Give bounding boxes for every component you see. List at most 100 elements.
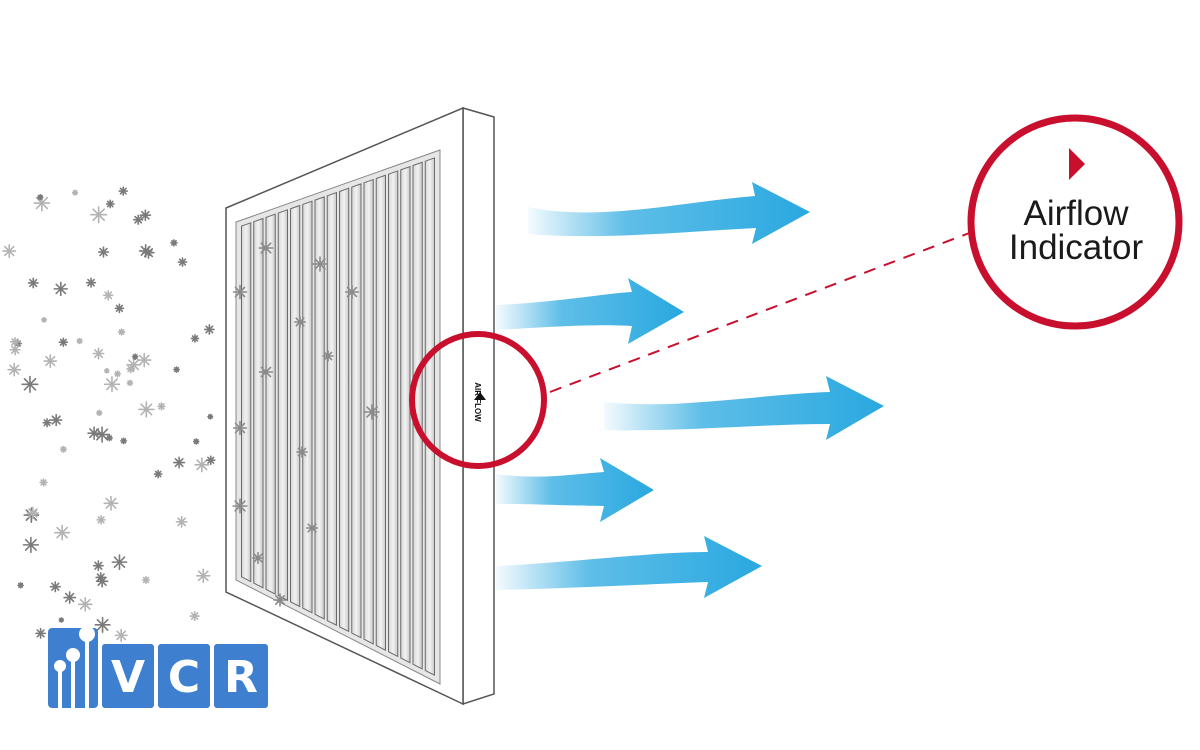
dust-particle-icon: [322, 350, 334, 362]
dust-particle-icon: [103, 367, 110, 374]
dust-particle-icon: [105, 434, 113, 442]
logo-letter-v: V: [111, 652, 145, 703]
dust-particle-icon: [41, 316, 48, 323]
dust-particle-icon: [312, 256, 328, 272]
dust-particle-icon: [175, 515, 188, 528]
dust-particle-icon: [232, 284, 248, 300]
trapped-dust: [232, 240, 380, 607]
edge-triangle-icon: [474, 392, 486, 400]
dust-particle-icon: [114, 303, 125, 314]
dust-particle-icon: [90, 206, 108, 224]
callout-line-1: Airflow: [1023, 194, 1129, 233]
dust-particle-icon: [71, 189, 79, 196]
dust-particle-icon: [273, 593, 287, 607]
dust-particle-icon: [190, 334, 200, 343]
dust-particle-icon: [105, 199, 115, 209]
dust-particles: [2, 186, 216, 642]
dust-particle-icon: [97, 246, 110, 258]
dust-particle-icon: [232, 498, 248, 514]
dust-particle-icon: [27, 277, 39, 289]
filter-pleat: [351, 183, 362, 639]
filter-pleat: [326, 191, 337, 627]
dust-particle-icon: [153, 469, 163, 479]
dust-particle-icon: [53, 281, 69, 297]
dust-particle-icon: [94, 616, 111, 633]
dust-particle-icon: [103, 290, 114, 301]
dust-particle-icon: [117, 328, 126, 336]
filter-pleat: [241, 222, 252, 583]
dust-particle-icon: [177, 257, 188, 267]
dust-particle-icon: [26, 506, 40, 520]
dust-particle-icon: [139, 209, 152, 222]
dust-particle-icon: [96, 409, 103, 417]
red-triangle-icon: [1069, 148, 1085, 180]
airflow-arrow-icon: [496, 278, 684, 344]
filter-pleat: [424, 157, 435, 677]
dust-particle-icon: [173, 366, 180, 373]
logo-pins-icon: [54, 626, 95, 708]
filter-pleat: [265, 213, 276, 595]
dust-particle-icon: [103, 376, 121, 393]
dust-particle-icon: [111, 554, 128, 570]
dust-particle-icon: [195, 568, 211, 584]
dust-particle-icon: [77, 596, 93, 612]
dust-particle-icon: [36, 193, 44, 201]
dust-particle-icon: [21, 375, 39, 393]
highlight-circle: [409, 331, 547, 469]
dust-particle-icon: [7, 362, 22, 377]
filter-pleat: [375, 174, 386, 652]
airflow-arrow-icon: [528, 182, 810, 244]
dust-particle-icon: [120, 437, 128, 445]
filter-pleat: [302, 200, 313, 614]
dust-particle-icon: [76, 337, 83, 345]
dust-particle-icon: [39, 478, 48, 487]
filter-pleat: [290, 204, 301, 608]
airflow-arrows: [496, 182, 884, 598]
filter-pleat: [400, 165, 411, 664]
dust-particle-icon: [92, 347, 105, 360]
logo-letter-box: [158, 644, 210, 708]
dust-particle-icon: [157, 402, 166, 411]
callout-line-2: Indicator: [1009, 228, 1144, 267]
dust-particle-icon: [126, 379, 134, 387]
dust-particle-icon: [54, 524, 71, 541]
filter-pleat: [253, 217, 264, 589]
edge-label-text: AIR FLOW: [473, 382, 482, 422]
dust-particle-icon: [251, 551, 265, 565]
logo-letter-box: [214, 644, 268, 708]
airflow-arrow-icon: [604, 376, 884, 440]
dust-particle-icon: [22, 536, 40, 554]
dust-particle-icon: [49, 581, 61, 593]
dust-particle-icon: [132, 214, 144, 225]
vcr-logo: V C R: [48, 626, 268, 708]
dust-particle-icon: [114, 628, 128, 642]
logo-letter-box: [102, 644, 154, 708]
dust-particle-icon: [2, 244, 17, 259]
logo-letter-c: C: [168, 652, 200, 703]
dust-particle-icon: [35, 627, 47, 639]
dust-particle-icon: [205, 455, 216, 466]
dust-particle-icon: [49, 413, 63, 427]
airflow-indicator-callout: Airflow Indicator: [967, 114, 1183, 330]
dust-particle-icon: [10, 336, 20, 347]
dust-particle-icon: [141, 575, 151, 585]
dust-particle-icon: [43, 354, 58, 368]
dust-particle-icon: [305, 521, 319, 535]
dust-particle-icon: [42, 418, 52, 428]
dust-particle-icon: [92, 560, 104, 572]
filter-pleat: [339, 187, 350, 633]
filter-pleat: [388, 170, 399, 658]
airflow-arrow-icon: [496, 536, 762, 598]
dust-particle-icon: [58, 617, 65, 623]
dust-particle-icon: [95, 571, 107, 583]
dust-particle-icon: [138, 244, 153, 258]
filter-pleat: [277, 209, 288, 602]
airflow-edge-label: AIR FLOW: [473, 382, 482, 422]
dust-particle-icon: [203, 324, 215, 335]
dust-particle-icon: [103, 495, 119, 511]
dust-particle-icon: [293, 315, 307, 329]
dust-particle-icon: [85, 277, 97, 288]
dust-particle-icon: [258, 240, 274, 256]
air-filter: AIR FLOW: [225, 106, 495, 706]
